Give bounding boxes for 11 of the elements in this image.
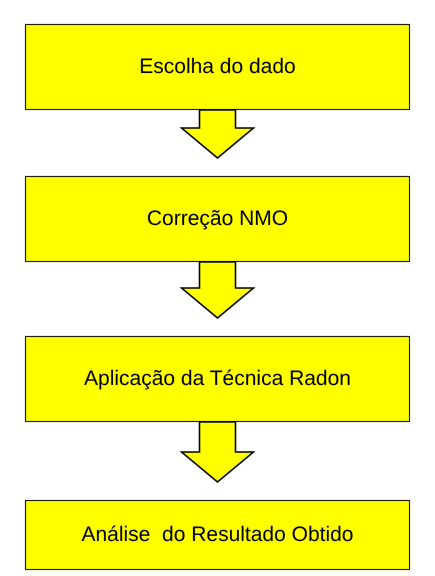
process-box	[25, 24, 410, 110]
step-label: Aplicação da Técnica Radon	[84, 366, 351, 392]
block-arrow	[179, 261, 256, 319]
step-label: Escolha do dado	[139, 54, 296, 80]
block-arrow	[179, 109, 256, 159]
process-box	[25, 336, 410, 422]
step-label: Análise do Resultado Obtido	[81, 522, 354, 548]
process-box	[25, 176, 410, 262]
process-box	[25, 500, 410, 570]
block-arrow	[179, 421, 256, 483]
step-label: Correção NMO	[146, 206, 288, 232]
